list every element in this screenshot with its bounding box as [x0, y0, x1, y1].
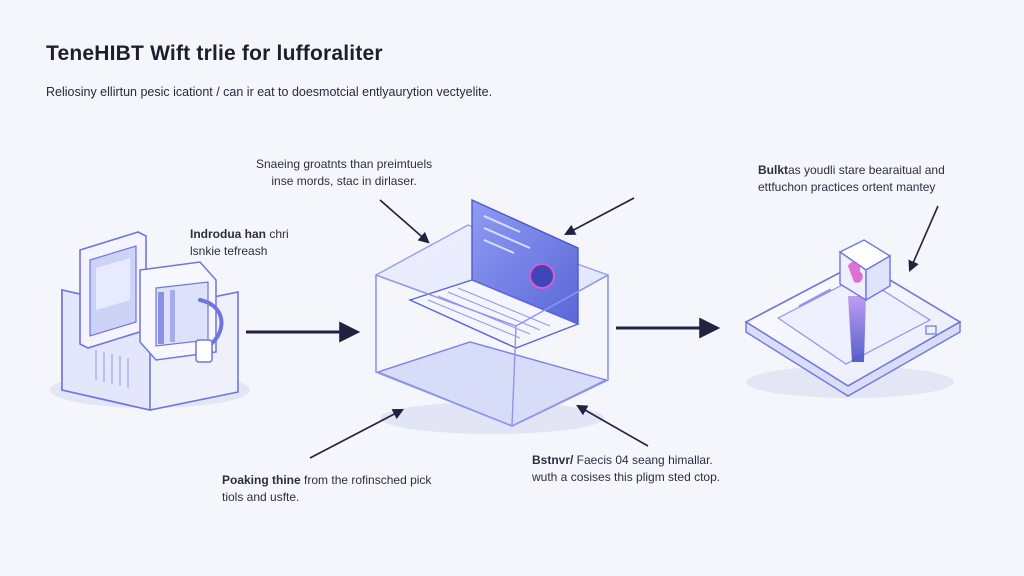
callout-bottom-center-rest: Faecis 04 seang himallar.: [573, 453, 713, 467]
page-title: TeneHIBT Wift trlie for lufforaliter: [46, 42, 383, 65]
callout-top-center: Snaeing groatnts than preimtuels inse mo…: [256, 156, 432, 190]
callout-bottom-left-lead: Poaking thine: [222, 473, 301, 487]
callout-left-lead: Indrodua han: [190, 227, 266, 241]
callout-top-center-line1: Snaeing groatnts than preimtuels: [256, 157, 433, 171]
callout-left-line2: lsnkie tefreash: [190, 244, 268, 258]
glass-cube-laptop-icon: [374, 198, 610, 434]
display-panel-icon: [744, 239, 962, 398]
callout-top-center-line2: inse mords, stac in dirlaser.: [271, 174, 417, 188]
callout-top-right: Bulktas youdli stare bearaitual and ettf…: [758, 162, 945, 196]
callout-bottom-left-rest: from the rofinsched pick: [300, 473, 432, 487]
callout-top-right-lead: Bulkt: [758, 163, 788, 177]
page-subtitle: Reliosiny ellirtun pesic icationt / can …: [46, 85, 493, 99]
callout-top-right-line2: ettfuchon practices ortent mantey: [758, 180, 936, 194]
machine-station-icon: [50, 231, 250, 412]
pointer-arrow-top-center: [379, 199, 430, 244]
pointer-arrow-top-mid: [564, 197, 635, 236]
callout-left-rest: chri: [266, 227, 289, 241]
callout-bottom-left-line2: tiols and usfte.: [222, 490, 300, 504]
pointer-arrow-bottom-center: [576, 404, 649, 447]
callout-bottom-left: Poaking thine from the rofinsched pick t…: [222, 472, 431, 506]
pointer-arrow-bottom-left: [309, 408, 404, 459]
callout-bottom-center-lead: Bstnvr/: [532, 453, 574, 467]
callout-left: Indrodua han chri lsnkie tefreash: [190, 226, 289, 260]
pointer-arrow-top-right: [908, 205, 939, 273]
callout-bottom-center-line2: wuth a cosises this pligm sted ctop.: [532, 470, 721, 484]
callout-top-right-rest: as youdli stare bearaitual and: [788, 163, 945, 177]
callout-bottom-center: Bstnvr/ Faecis 04 seang himallar. wuth a…: [532, 452, 720, 486]
